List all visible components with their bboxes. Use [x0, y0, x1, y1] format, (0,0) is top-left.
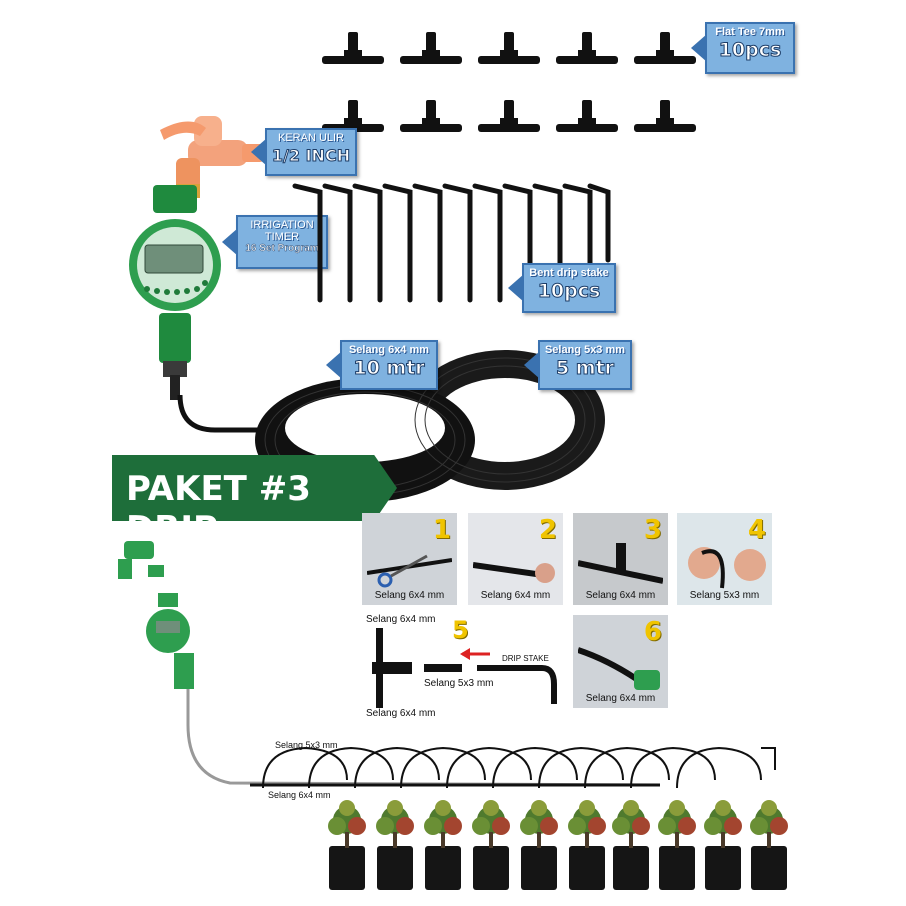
install-diagram: [118, 541, 661, 787]
diagram-hose-5x3-label: Selang 5x3 mm: [275, 740, 338, 750]
keran-tag: KERAN ULIR 1/2 INCH: [251, 128, 357, 176]
hose-5x3-tag: Selang 5x3 mm 5 mtr: [524, 340, 632, 390]
timer-connect-icon: [578, 647, 660, 690]
step-4: 4 Selang 5x3 mm: [677, 513, 772, 605]
potted-plants: [328, 800, 788, 890]
hose-icon: [473, 562, 555, 583]
bent-stake-tag: Bent drip stake 10pcs: [508, 263, 616, 313]
diagram-hose-6x4-label: Selang 6x4 mm: [268, 790, 331, 800]
step-1: 1 Selang 6x4 mm: [362, 513, 457, 605]
flat-tee-tag: Flat Tee 7mm 10pcs: [691, 22, 795, 74]
package-banner: PAKET #3 DRIP: [112, 455, 397, 521]
hose-coils: [177, 350, 605, 502]
step-3: 3 Selang 6x4 mm: [573, 513, 668, 605]
drip-line: [262, 746, 776, 789]
step-2: 2 Selang 6x4 mm: [468, 513, 563, 605]
tee-joint-icon: [578, 543, 663, 584]
hose-6x4-tag: Selang 6x4 mm 10 mtr: [326, 340, 438, 390]
scissors-icon: [367, 554, 452, 588]
flat-tee-set: [322, 32, 696, 132]
irrigation-timer-image: [129, 185, 221, 400]
assembly-diagram: [372, 628, 557, 708]
timer-tag: IRRIGATION TIMER 16 Set Program: [222, 215, 328, 269]
step-5: Selang 6x4 mm Selang 6x4 mm 5 Selang 5x3…: [362, 612, 572, 722]
hands-icon: [688, 547, 766, 589]
step-6: 6 Selang 6x4 mm: [573, 615, 668, 708]
